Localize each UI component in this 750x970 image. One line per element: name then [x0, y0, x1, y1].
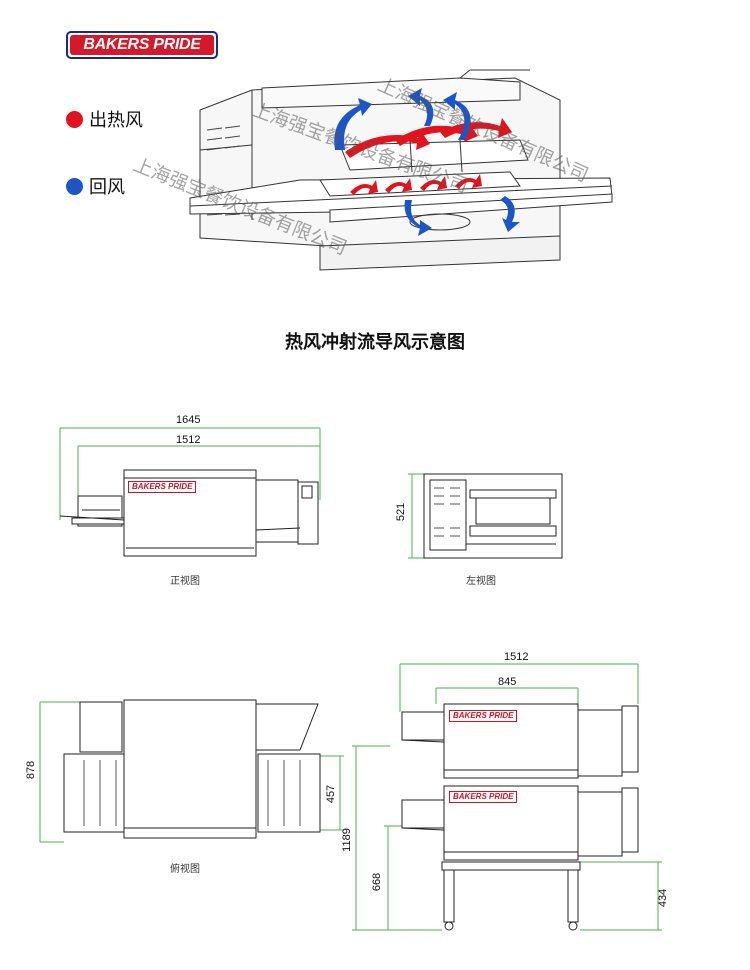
dim-stacked-1512: 1512 [504, 651, 529, 663]
dim-top-878: 878 [25, 760, 38, 780]
legend-hot-air: 出热风 [66, 106, 143, 132]
hot-air-dot-icon [66, 110, 83, 128]
stacked-top-logo: BAKERS PRIDE [449, 710, 518, 722]
legend-return-air: 回风 [66, 173, 125, 199]
left-view-caption: 左视图 [466, 576, 496, 587]
dim-stacked-434: 434 [657, 888, 670, 908]
dim-front-1512: 1512 [176, 434, 201, 446]
front-view-logo: BAKERS PRIDE [128, 481, 197, 493]
left-view-drawing [408, 473, 563, 559]
diagram-title: 热风冲射流导风示意图 [285, 332, 465, 353]
front-view-caption: 正视图 [170, 576, 200, 587]
dim-top-457: 457 [325, 784, 338, 804]
top-view-caption: 俯视图 [170, 864, 200, 875]
bakers-pride-logo: BAKERS PRIDE [66, 31, 218, 59]
dim-stacked-668: 668 [371, 872, 384, 892]
airflow-illustration [189, 69, 613, 271]
legend-hot-label: 出热风 [89, 110, 143, 131]
legend-return-label: 回风 [89, 177, 125, 198]
logo-text: BAKERS PRIDE [70, 35, 214, 55]
dim-left-521: 521 [395, 502, 408, 522]
dim-stacked-845: 845 [498, 676, 517, 688]
dim-stacked-1189: 1189 [340, 828, 353, 852]
stacked-view-drawing [352, 663, 662, 931]
return-air-dot-icon [66, 177, 83, 195]
dim-front-1645: 1645 [176, 414, 201, 426]
top-view-drawing [39, 699, 344, 843]
stacked-bottom-logo: BAKERS PRIDE [449, 791, 518, 803]
